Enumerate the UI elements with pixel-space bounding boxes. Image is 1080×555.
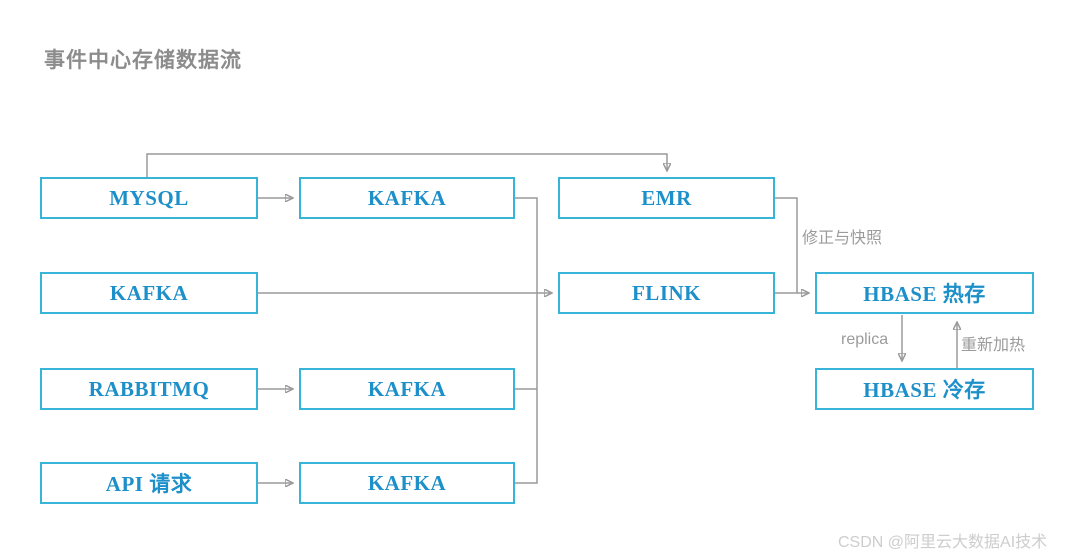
edge-label-fix-snapshot: 修正与快照 — [802, 230, 883, 247]
watermark: CSDN @阿里云大数据AI技术 — [838, 534, 1048, 551]
node-emr: EMR — [558, 177, 775, 219]
node-kafka-1: KAFKA — [299, 177, 515, 219]
edge-label-replica: replica — [841, 331, 889, 348]
node-kafka-2: KAFKA — [40, 272, 258, 314]
node-api: API 请求 — [40, 462, 258, 504]
node-mysql: MYSQL — [40, 177, 258, 219]
node-kafka-4: KAFKA — [299, 462, 515, 504]
node-hbase-hot: HBASE 热存 — [815, 272, 1034, 314]
edge-mysql-emr — [146, 153, 667, 177]
edge-label-reheat: 重新加热 — [961, 337, 1026, 354]
page-title: 事件中心存储数据流 — [44, 49, 242, 72]
edge-emr-hbasehot — [775, 197, 798, 293]
node-rabbitmq: RABBITMQ — [40, 368, 258, 410]
node-flink: FLINK — [558, 272, 775, 314]
edge-kafka1-kafka4-collector — [515, 197, 538, 484]
node-kafka-3: KAFKA — [299, 368, 515, 410]
node-hbase-cold: HBASE 冷存 — [815, 368, 1034, 410]
